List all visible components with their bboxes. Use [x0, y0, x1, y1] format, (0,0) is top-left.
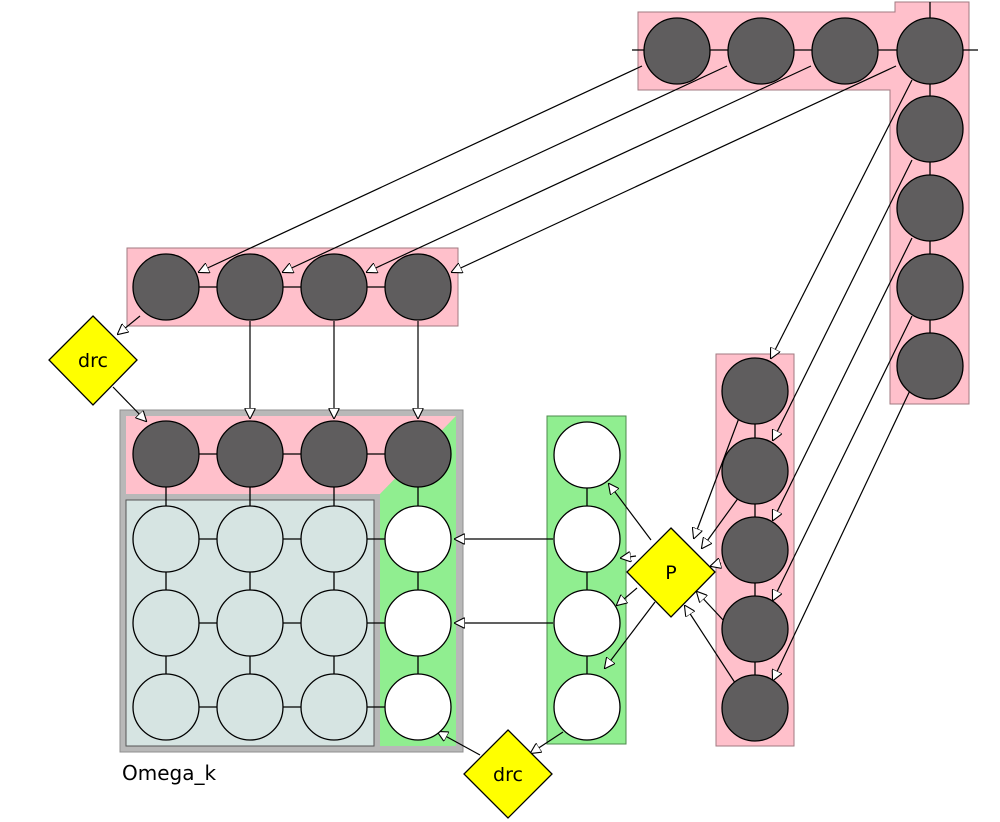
light-node — [132, 589, 200, 657]
dark-node — [896, 95, 964, 163]
arrow — [773, 381, 915, 680]
white-node — [553, 589, 621, 657]
dark-node — [216, 253, 284, 321]
p-diamond: P — [626, 527, 716, 618]
light-node — [300, 505, 368, 573]
white-node — [384, 505, 452, 573]
arrow — [112, 386, 146, 421]
arrow — [617, 587, 638, 605]
middle-column-nodes — [553, 421, 621, 741]
light-node — [216, 589, 284, 657]
dark-node — [643, 17, 711, 85]
diamond-shape — [48, 315, 138, 406]
arrow — [773, 159, 913, 440]
dark-node — [384, 420, 452, 488]
light-node — [300, 673, 368, 741]
arrow — [118, 315, 141, 334]
light-node — [132, 673, 200, 741]
arrow — [605, 601, 656, 668]
arrow — [621, 556, 637, 558]
light-node — [300, 589, 368, 657]
top-right-row-nodes — [643, 17, 964, 85]
dark-node — [721, 516, 789, 584]
arrow — [609, 484, 652, 541]
drc-top-label: drc — [78, 350, 108, 372]
dark-node — [896, 253, 964, 321]
dark-node — [132, 253, 200, 321]
drc-bottom-diamond: drc — [463, 729, 553, 819]
dark-node — [300, 253, 368, 321]
dark-node — [721, 595, 789, 663]
dark-node — [721, 437, 789, 505]
dark-node — [721, 674, 789, 742]
dark-node — [727, 17, 795, 85]
arrow — [773, 237, 913, 520]
dark-node — [896, 17, 964, 85]
arrow — [367, 65, 812, 272]
white-node — [384, 673, 452, 741]
omega-top-row-nodes — [132, 420, 452, 488]
arrow — [438, 732, 481, 756]
arrow — [452, 65, 897, 272]
white-node — [553, 505, 621, 573]
dark-node — [216, 420, 284, 488]
dark-node — [811, 17, 879, 85]
light-node — [216, 505, 284, 573]
arrows — [112, 65, 915, 756]
dark-node — [132, 420, 200, 488]
p-label: P — [665, 562, 676, 584]
diamond-shape — [463, 729, 553, 819]
omega-pink-top-band — [126, 416, 456, 494]
arrow — [685, 606, 742, 693]
omega-right-column-nodes — [384, 505, 452, 741]
light-node — [132, 505, 200, 573]
light-node — [216, 673, 284, 741]
white-node — [553, 421, 621, 489]
arrow — [694, 417, 740, 538]
dark-node — [896, 174, 964, 242]
dark-node — [384, 253, 452, 321]
arrow — [531, 731, 564, 753]
arrow — [773, 315, 913, 600]
dark-node — [300, 420, 368, 488]
omega-interior-grid-nodes — [132, 505, 368, 741]
dark-node — [721, 357, 789, 425]
white-node — [553, 673, 621, 741]
diamond-shape — [626, 527, 716, 618]
dark-node — [896, 332, 964, 400]
white-node — [384, 589, 452, 657]
omega-region-label: Omega_k — [122, 761, 216, 785]
right-column-nodes — [896, 95, 964, 400]
drc-bottom-label: drc — [493, 764, 523, 786]
arrow — [283, 65, 728, 272]
arrow — [702, 496, 740, 548]
arrow — [199, 65, 643, 272]
arrow — [711, 563, 721, 566]
drc-top-diamond: drc — [48, 315, 138, 406]
far-right-column-nodes — [721, 357, 789, 742]
arrow — [771, 79, 913, 358]
upper-row-nodes — [132, 253, 452, 321]
